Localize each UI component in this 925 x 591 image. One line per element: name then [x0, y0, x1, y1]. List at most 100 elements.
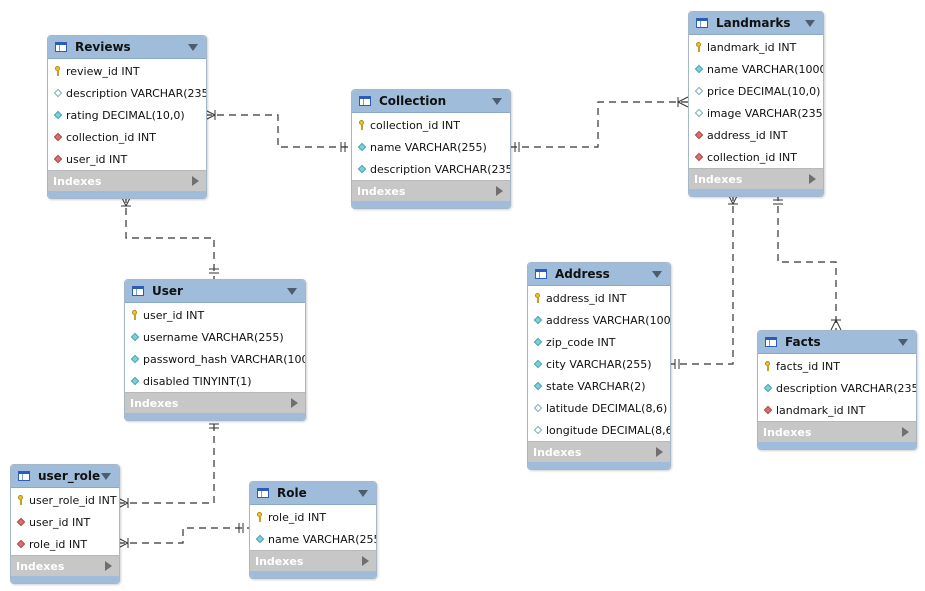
column-row[interactable]: latitude DECIMAL(8,6): [528, 397, 670, 419]
expand-arrow-icon[interactable]: [105, 561, 112, 571]
table-header[interactable]: Facts: [758, 331, 916, 354]
column-row[interactable]: image VARCHAR(2355): [689, 102, 823, 124]
nullable-column-icon: [53, 88, 63, 98]
column-text: address_id INT: [707, 128, 788, 142]
column-text: name VARCHAR(1000): [707, 62, 824, 76]
column-row[interactable]: price DECIMAL(10,0): [689, 80, 823, 102]
table-header[interactable]: Reviews: [48, 36, 206, 59]
relationship-reviews-collection[interactable]: [204, 109, 351, 152]
column-row[interactable]: longitude DECIMAL(8,6): [528, 419, 670, 441]
expand-arrow-icon[interactable]: [809, 174, 816, 184]
column-row[interactable]: state VARCHAR(2): [528, 375, 670, 397]
column-row[interactable]: rating DECIMAL(10,0): [48, 104, 206, 126]
collapse-arrow-icon[interactable]: [188, 44, 198, 51]
not-null-column-icon: [255, 534, 265, 544]
collapse-arrow-icon[interactable]: [492, 98, 502, 105]
relationship-landmarks-address[interactable]: [669, 193, 739, 369]
relationship-facts-landmarks[interactable]: [773, 194, 842, 331]
collapse-arrow-icon[interactable]: [805, 20, 815, 27]
not-null-column-icon: [130, 354, 140, 364]
column-row[interactable]: role_id INT: [250, 506, 376, 528]
column-row[interactable]: user_role_id INT: [11, 489, 119, 511]
column-text: image VARCHAR(2355): [707, 106, 824, 120]
table-header[interactable]: user_role: [11, 465, 119, 488]
indexes-section[interactable]: Indexes: [758, 421, 916, 442]
indexes-section[interactable]: Indexes: [352, 180, 510, 201]
column-row[interactable]: address_id INT: [528, 287, 670, 309]
relationship-reviews-user[interactable]: [120, 195, 219, 279]
indexes-section[interactable]: Indexes: [250, 550, 376, 571]
table-header[interactable]: Address: [528, 263, 670, 286]
column-row[interactable]: password_hash VARCHAR(1000): [125, 348, 305, 370]
expand-arrow-icon[interactable]: [656, 447, 663, 457]
column-row[interactable]: disabled TINYINT(1): [125, 370, 305, 392]
indexes-label: Indexes: [533, 445, 582, 459]
relationship-landmarks-collection[interactable]: [509, 96, 689, 152]
expand-arrow-icon[interactable]: [192, 176, 199, 186]
table-bottom-band: [125, 413, 305, 420]
column-row[interactable]: role_id INT: [11, 533, 119, 555]
table-icon: [359, 96, 371, 106]
table-header[interactable]: Role: [250, 482, 376, 505]
column-text: username VARCHAR(255): [143, 330, 284, 344]
collapse-arrow-icon[interactable]: [101, 473, 111, 480]
column-row[interactable]: city VARCHAR(255): [528, 353, 670, 375]
indexes-section[interactable]: Indexes: [125, 392, 305, 413]
column-row[interactable]: collection_id INT: [48, 126, 206, 148]
collapse-arrow-icon[interactable]: [652, 271, 662, 278]
column-row[interactable]: description VARCHAR(2355): [758, 377, 916, 399]
column-row[interactable]: collection_id INT: [352, 114, 510, 136]
table-title: user_role: [38, 469, 101, 483]
column-text: price DECIMAL(10,0): [707, 84, 821, 98]
foreign-key-icon: [694, 130, 704, 140]
column-row[interactable]: collection_id INT: [689, 146, 823, 168]
expand-arrow-icon[interactable]: [496, 186, 503, 196]
not-null-column-icon: [533, 337, 543, 347]
relationship-user_role-role[interactable]: [117, 523, 249, 549]
expand-arrow-icon[interactable]: [291, 398, 298, 408]
column-row[interactable]: name VARCHAR(1000): [689, 58, 823, 80]
column-row[interactable]: landmark_id INT: [689, 36, 823, 58]
table-header[interactable]: Collection: [352, 90, 510, 113]
column-row[interactable]: description VARCHAR(2355): [48, 82, 206, 104]
foreign-key-icon: [16, 539, 26, 549]
collapse-arrow-icon[interactable]: [287, 288, 297, 295]
relationship-user_role-user[interactable]: [117, 418, 219, 509]
column-row[interactable]: user_id INT: [125, 304, 305, 326]
table-bottom-band: [48, 191, 206, 198]
column-row[interactable]: description VARCHAR(2355): [352, 158, 510, 180]
indexes-section[interactable]: Indexes: [689, 168, 823, 189]
column-row[interactable]: landmark_id INT: [758, 399, 916, 421]
column-row[interactable]: user_id INT: [48, 148, 206, 170]
indexes-section[interactable]: Indexes: [11, 555, 119, 576]
foreign-key-icon: [16, 517, 26, 527]
indexes-section[interactable]: Indexes: [528, 441, 670, 462]
expand-arrow-icon[interactable]: [362, 556, 369, 566]
column-row[interactable]: username VARCHAR(255): [125, 326, 305, 348]
column-row[interactable]: address_id INT: [689, 124, 823, 146]
column-text: facts_id INT: [776, 359, 840, 373]
collapse-arrow-icon[interactable]: [358, 490, 368, 497]
column-row[interactable]: user_id INT: [11, 511, 119, 533]
collapse-arrow-icon[interactable]: [898, 339, 908, 346]
table-header[interactable]: User: [125, 280, 305, 303]
column-text: collection_id INT: [707, 150, 798, 164]
indexes-section[interactable]: Indexes: [48, 170, 206, 191]
column-row[interactable]: name VARCHAR(255): [250, 528, 376, 550]
column-row[interactable]: address VARCHAR(1000): [528, 309, 670, 331]
column-row[interactable]: zip_code INT: [528, 331, 670, 353]
expand-arrow-icon[interactable]: [902, 427, 909, 437]
column-row[interactable]: facts_id INT: [758, 355, 916, 377]
column-row[interactable]: review_id INT: [48, 60, 206, 82]
table-header[interactable]: Landmarks: [689, 12, 823, 35]
table-facts[interactable]: Facts facts_id INT description VARCHAR(235…: [757, 330, 917, 450]
column-row[interactable]: name VARCHAR(255): [352, 136, 510, 158]
